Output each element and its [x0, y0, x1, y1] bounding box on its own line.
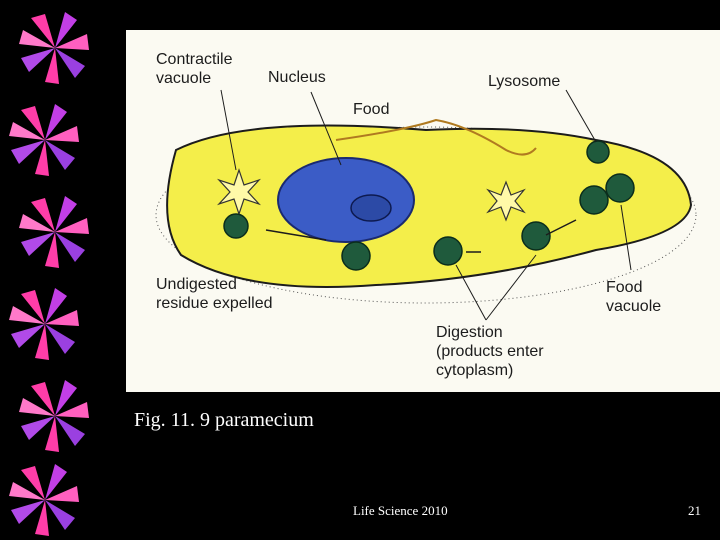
- label-food-vacuole: Food vacuole: [606, 279, 662, 315]
- slide-footer: Life Science 2010: [353, 503, 448, 518]
- label-food: Food: [353, 101, 390, 118]
- label-digestion: Digestion (products enter cytoplasm): [436, 324, 544, 379]
- figure-caption: Fig. 11. 9 paramecium: [134, 409, 314, 431]
- label-contractile-vacuole: Contractile vacuole: [156, 51, 233, 87]
- page-number: 21: [688, 503, 701, 518]
- label-undigested-residue: Undigested residue expelled: [156, 276, 273, 312]
- paramecium-diagram: [155, 89, 697, 321]
- label-lysosome: Lysosome: [488, 73, 561, 90]
- pinwheel-decoration: [9, 12, 89, 536]
- paramecium-figure: Contractile vacuole Nucleus Food Lysosom…: [126, 30, 720, 392]
- label-nucleus: Nucleus: [268, 69, 326, 86]
